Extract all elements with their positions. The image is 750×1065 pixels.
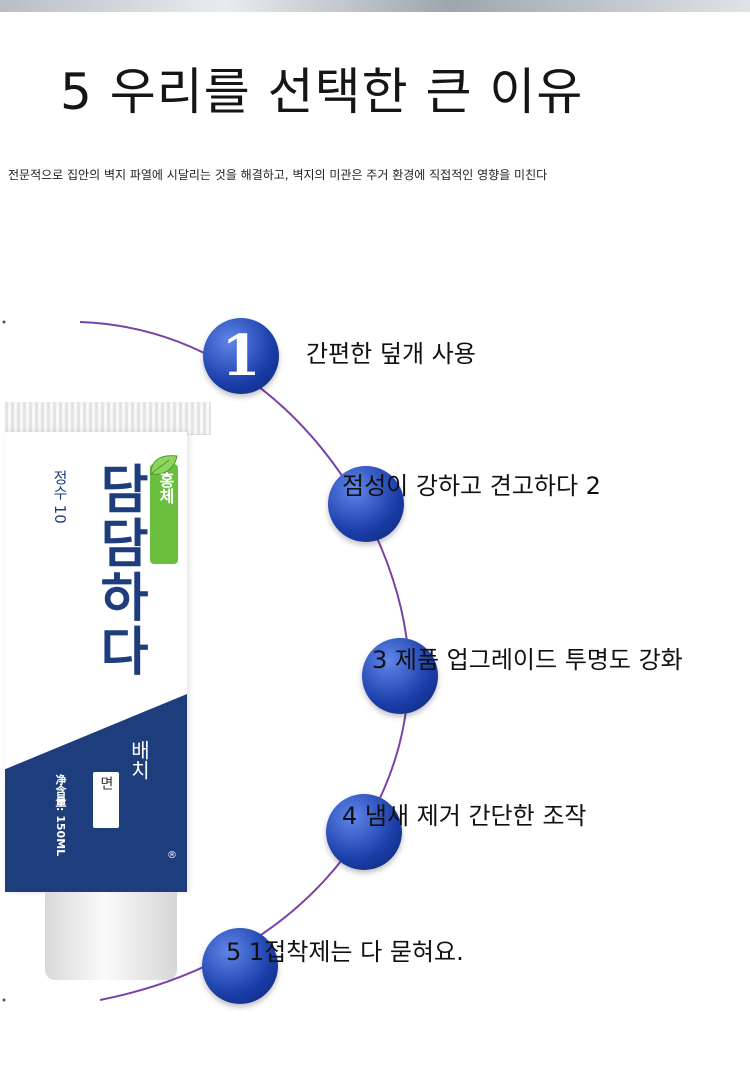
top-decorative-strip bbox=[0, 0, 750, 12]
point-1-badge: 1 bbox=[203, 318, 279, 394]
product-label-box bbox=[93, 772, 119, 828]
page-subtitle: 전문적으로 집안의 벽지 파열에 시달리는 것을 해결하고, 벽지의 미관은 주… bbox=[8, 168, 548, 182]
page-title: 5 우리를 선택한 큰 이유 bbox=[60, 63, 584, 121]
point-2-badge bbox=[328, 466, 404, 542]
tube-crimp bbox=[5, 402, 211, 435]
point-3-text: 3 제품 업그레이드 투명도 강화 bbox=[372, 646, 683, 674]
point-2-text: 점성이 강하고 견고하다 2 bbox=[342, 472, 601, 500]
registered-mark: ® bbox=[167, 850, 177, 861]
leaf-icon bbox=[150, 455, 178, 475]
point-5-text: 5 1접착제는 다 묻혀요. bbox=[226, 938, 464, 966]
point-4-text: 4 냄새 제거 간단한 조작 bbox=[342, 802, 587, 830]
product-brand-text: 담담하다 bbox=[89, 462, 149, 678]
point-4-badge bbox=[326, 794, 402, 870]
product-tube-image: 담담하다 정수 10 홍체 배치 면 净含量: 150ML ® bbox=[0, 402, 215, 982]
point-1-text: 간편한 덮개 사용 bbox=[306, 340, 476, 368]
product-blue-label: 배치 bbox=[127, 740, 151, 780]
point-1-number: 1 bbox=[221, 323, 261, 389]
tube-cap bbox=[45, 892, 177, 980]
product-sub-text: 정수 10 bbox=[51, 470, 69, 524]
product-box-text: 면 bbox=[98, 776, 114, 790]
product-green-badge bbox=[150, 464, 178, 564]
product-weight-text: 净含量: 150ML bbox=[54, 774, 67, 857]
point-3-badge bbox=[362, 638, 438, 714]
point-5-badge bbox=[202, 928, 278, 1004]
product-badge-text: 홍체 bbox=[156, 472, 175, 504]
